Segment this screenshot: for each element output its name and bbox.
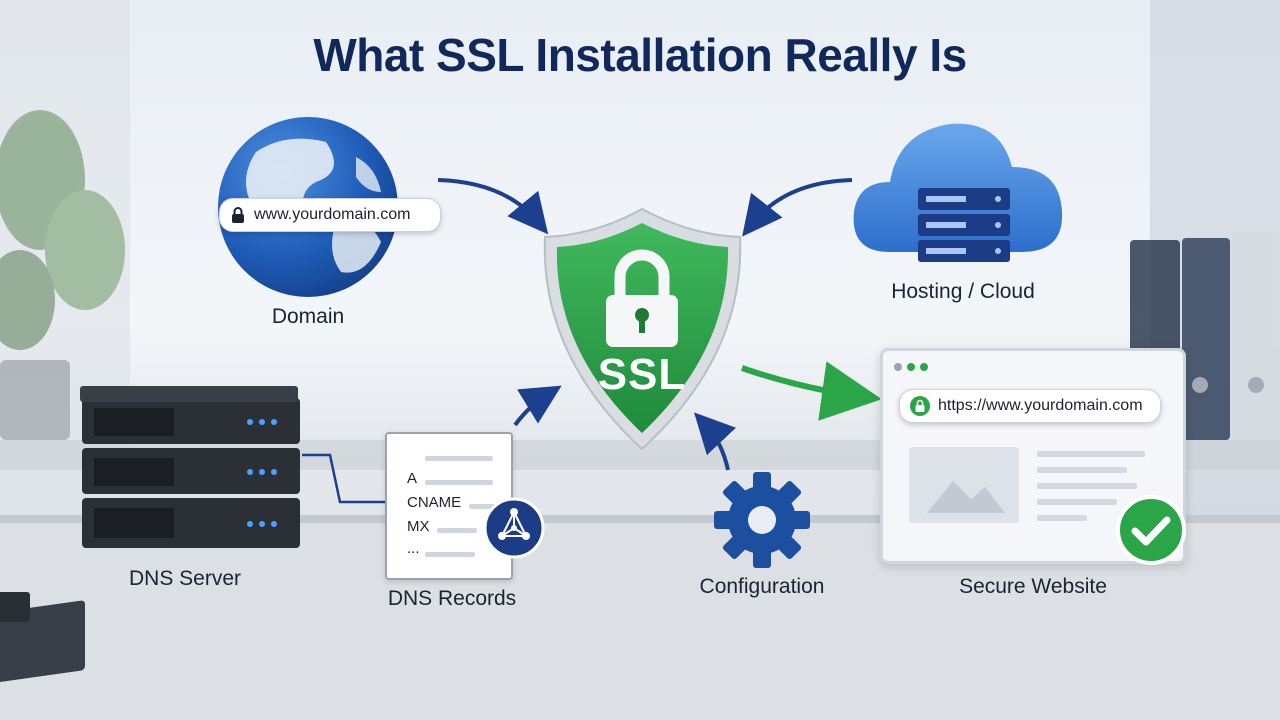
secure-website-label: Secure Website (959, 575, 1107, 598)
ssl-shield-text: SSL (597, 350, 687, 399)
record-lines-decoration (425, 456, 495, 557)
checkmark-icon (1116, 495, 1186, 565)
padlock-icon (606, 249, 678, 347)
configuration-label: Configuration (699, 575, 825, 598)
page-title: What SSL Installation Really Is (313, 29, 967, 81)
gear-icon (714, 472, 810, 568)
image-placeholder-icon (927, 481, 1005, 513)
dns-record-cname: CNAME (407, 494, 462, 511)
desk-edge (0, 515, 1280, 523)
lock-icon (232, 207, 244, 223)
browser-window: https://www.yourdomain.com (880, 348, 1186, 564)
secure-url-bar: https://www.yourdomain.com (899, 389, 1161, 423)
arrow-config-to-ssl (694, 412, 737, 471)
network-nodes-icon (483, 497, 545, 559)
window-dots-icon (894, 363, 928, 371)
domain-label: Domain (271, 305, 345, 328)
server-rack-icon (918, 188, 1010, 262)
dns-record-more: ... (407, 540, 420, 557)
connector-dns-server-to-records (302, 453, 388, 504)
domain-url-bar: www.yourdomain.com (219, 198, 441, 232)
green-lock-icon (910, 396, 930, 416)
page-content-placeholder (909, 447, 1145, 523)
arrow-domain-to-ssl (437, 178, 549, 235)
arrow-records-to-ssl (513, 385, 562, 427)
arrow-ssl-to-website (741, 361, 882, 421)
hosting-label: Hosting / Cloud (891, 280, 1035, 303)
cloud-server-icon (853, 123, 1063, 262)
dns-records-label: DNS Records (387, 587, 517, 610)
dns-records-card: A CNAME MX ... (385, 432, 513, 580)
dns-record-a: A (407, 470, 418, 487)
arrow-hosting-to-ssl (742, 178, 853, 237)
dns-server-label: DNS Server (128, 567, 242, 590)
secure-url-text: https://www.yourdomain.com (938, 397, 1143, 414)
laptop-decoration (0, 592, 85, 683)
domain-url-text: www.yourdomain.com (254, 206, 411, 223)
dns-server-icon (80, 386, 300, 548)
dns-record-mx: MX (407, 518, 430, 535)
ssl-shield-icon (543, 207, 742, 451)
plant-decoration (0, 110, 125, 440)
